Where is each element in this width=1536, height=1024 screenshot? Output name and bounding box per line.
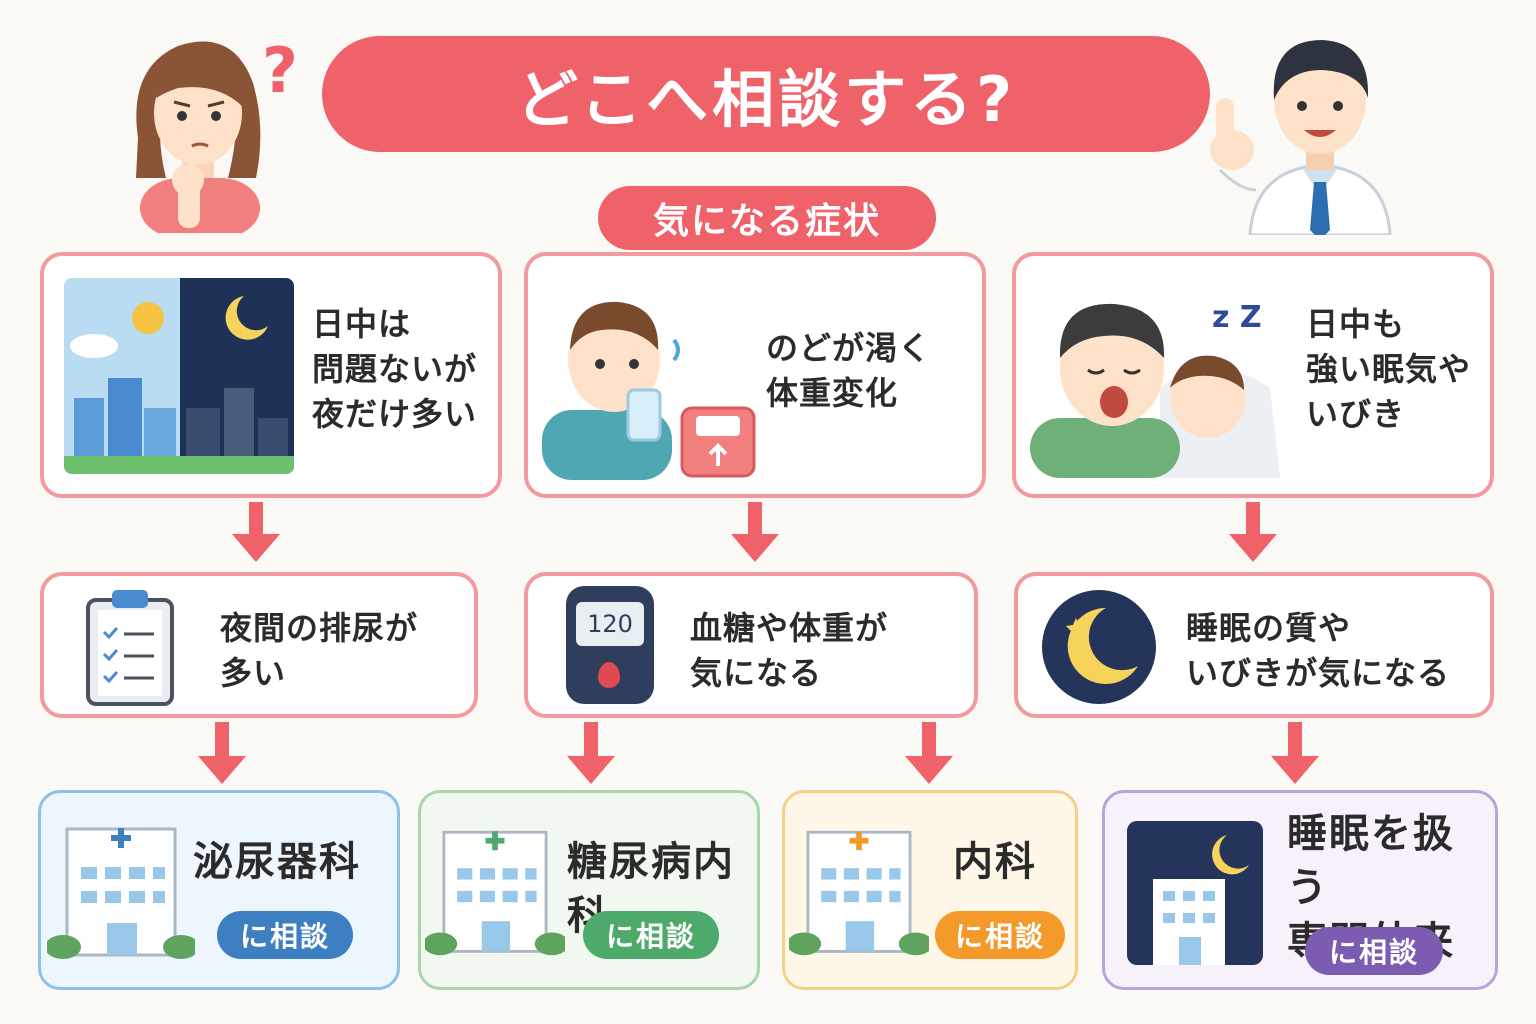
- hospital-orange-icon: [789, 819, 929, 959]
- department-card-diabetes: 糖尿病内科 に相談: [418, 790, 760, 990]
- down-arrow: [232, 502, 280, 562]
- moon-night-icon: [1040, 588, 1158, 706]
- page-title: どこへ相談する?: [322, 36, 1210, 152]
- department-name: 泌尿器科: [193, 839, 361, 885]
- concern-text: 睡眠の質や いびきが気になる: [1186, 609, 1451, 692]
- concern-text: 血糖や体重が 気になる: [690, 609, 889, 692]
- glucose-reading: 120: [576, 602, 644, 646]
- department-card-urology: 泌尿器科 に相談: [38, 790, 400, 990]
- glucose-meter-icon: 120: [566, 586, 654, 704]
- symptom-card-thirst-weight: のどが渇く 体重変化: [524, 252, 986, 498]
- sleepy-man-icon: [1030, 278, 1280, 478]
- symptoms-header: 気になる症状: [598, 186, 936, 250]
- department-name: 内科: [953, 839, 1037, 885]
- zzz-sleep-icon: z Z: [1212, 300, 1262, 335]
- symptom-text: のどが渇く 体重変化: [766, 329, 932, 412]
- symptom-card-sleepiness-snoring: z Z 日中も 強い眠気や いびき: [1012, 252, 1494, 498]
- department-card-sleep-clinic: 睡眠を扱う 専門外来 に相談: [1102, 790, 1498, 990]
- consult-badge: に相談: [217, 911, 353, 959]
- doctor-illustration: [1210, 20, 1430, 235]
- weight-scale-icon: [680, 406, 756, 478]
- concern-text: 夜間の排尿が 多い: [220, 609, 419, 692]
- hospital-night-icon: [1127, 821, 1263, 965]
- consult-badge: に相談: [935, 911, 1065, 959]
- consult-badge: に相談: [1305, 927, 1443, 975]
- down-arrow: [905, 722, 953, 784]
- clipboard-checklist-icon: [84, 586, 176, 708]
- down-arrow: [567, 722, 615, 784]
- question-mark: ?: [262, 34, 298, 107]
- down-arrow: [198, 722, 246, 784]
- concern-card-blood-sugar: 120 血糖や体重が 気になる: [524, 572, 978, 718]
- symptom-text: 日中は 問題ないが 夜だけ多い: [312, 305, 478, 433]
- concern-card-sleep-quality: 睡眠の質や いびきが気になる: [1014, 572, 1494, 718]
- hospital-blue-icon: [47, 819, 195, 959]
- symptom-text: 日中も 強い眠気や いびき: [1306, 305, 1472, 433]
- down-arrow: [1271, 722, 1319, 784]
- down-arrow: [731, 502, 779, 562]
- department-card-internal-medicine: 内科 に相談: [782, 790, 1078, 990]
- consult-badge: に相談: [583, 911, 719, 959]
- symptom-card-night-only: 日中は 問題ないが 夜だけ多い: [40, 252, 502, 498]
- down-arrow: [1229, 502, 1277, 562]
- man-drinking-icon: [542, 280, 742, 480]
- woman-thinking-illustration: [118, 28, 278, 233]
- concern-card-night-urination: 夜間の排尿が 多い: [40, 572, 478, 718]
- blood-drop-icon: [598, 662, 620, 688]
- hospital-green-icon: [425, 819, 565, 959]
- day-night-city-icon: [64, 278, 294, 474]
